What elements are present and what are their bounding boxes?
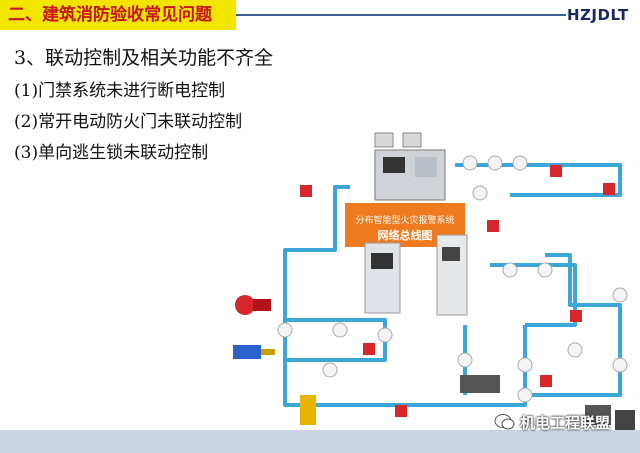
power-supply-cabinet	[436, 234, 468, 316]
brand-logo: HZJDLT	[567, 6, 629, 24]
section-title: 二、建筑消防验收常见问题	[0, 0, 236, 30]
fire-alarm-network-diagram: 分布智能型火灾报警系统 网络总线图	[233, 132, 635, 430]
io-modules-rack	[460, 375, 500, 393]
bus-line	[455, 163, 622, 197]
smoke-detectors	[277, 155, 628, 403]
central-control-console	[374, 132, 446, 201]
diagram-caption-title: 网络总线图	[378, 228, 433, 242]
slide-heading: 3、联动控制及相关功能不齐全	[14, 47, 274, 69]
fire-pump	[235, 295, 271, 315]
header-divider	[236, 14, 566, 16]
sprinkler-valve	[233, 345, 275, 359]
bus-line	[283, 185, 527, 407]
manual-alarm-buttons	[300, 165, 615, 417]
alarm-controller-cabinet	[364, 242, 401, 314]
diagram-caption-subtitle: 分布智能型火灾报警系统	[355, 214, 454, 226]
bus-line	[490, 263, 577, 327]
watermark-text: 机电工程联盟	[520, 414, 611, 432]
monitor-terminals	[585, 405, 635, 430]
footer-band	[0, 430, 640, 453]
list-item: (2)常开电动防火门未联动控制	[14, 112, 243, 132]
water-flow-indicator	[300, 395, 316, 425]
bus-line	[525, 253, 622, 397]
list-item: (3)单向逃生锁未联动控制	[14, 143, 209, 163]
list-item: (1)门禁系统未进行断电控制	[14, 81, 226, 101]
wechat-icon	[494, 414, 515, 430]
